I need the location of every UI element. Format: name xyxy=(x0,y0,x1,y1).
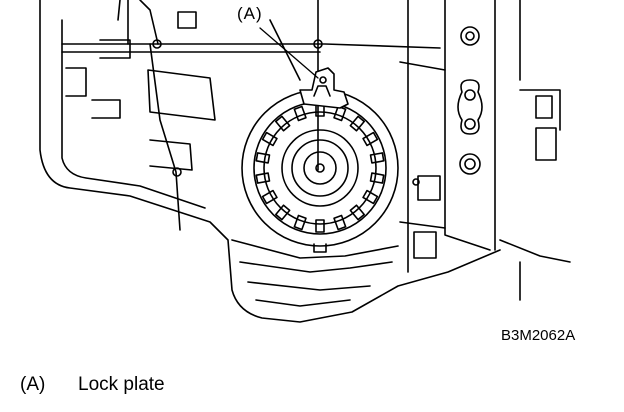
right-block xyxy=(535,127,557,161)
callout-label-a: (A) xyxy=(237,4,263,23)
gear-outer-ring xyxy=(241,89,399,247)
bolt-dot xyxy=(412,178,420,186)
figure-code: B3M2062A xyxy=(501,327,576,344)
right-panel xyxy=(444,0,491,251)
case-rib xyxy=(147,69,216,121)
case-rib xyxy=(91,99,121,119)
legend-description: Lock plate xyxy=(78,374,165,395)
plug xyxy=(459,153,481,175)
case-vertical-rib xyxy=(149,43,181,231)
hub-outer xyxy=(281,129,359,207)
callout-leader xyxy=(259,27,319,79)
oil-pan xyxy=(239,261,393,273)
plug xyxy=(465,31,475,41)
right-panel xyxy=(417,175,441,201)
right-block xyxy=(535,95,553,119)
hub-middle xyxy=(291,139,349,197)
case-vertical-rib xyxy=(139,0,159,45)
plug xyxy=(464,158,476,170)
housing-inner-line xyxy=(61,19,206,209)
gear-mid-ring xyxy=(253,101,387,235)
case-boss xyxy=(177,11,197,29)
oil-pan xyxy=(247,281,371,291)
right-panel xyxy=(399,221,446,229)
plug xyxy=(464,118,476,130)
lock-plate-slot xyxy=(313,85,331,97)
case-rib xyxy=(149,139,193,171)
right-panel xyxy=(399,61,446,71)
case-rib xyxy=(99,39,131,59)
oil-pan xyxy=(231,239,399,259)
bolt-dot xyxy=(172,167,182,177)
right-panel xyxy=(413,231,437,259)
case-top-line xyxy=(61,43,441,49)
housing-outline xyxy=(39,0,501,323)
plug-pair xyxy=(457,79,483,135)
case-rib xyxy=(65,67,87,97)
plug xyxy=(460,26,480,46)
legend-key: (A) xyxy=(20,374,46,395)
gear-bottom-tab xyxy=(313,243,327,253)
legend-item: (A) Lock plate xyxy=(20,374,165,396)
gear-teeth xyxy=(255,103,385,233)
case-vertical-rib xyxy=(117,0,121,21)
hub-inner xyxy=(303,151,337,185)
bolt-dot xyxy=(152,39,162,49)
right-block xyxy=(519,89,561,131)
right-block xyxy=(499,239,571,263)
hub-center xyxy=(315,163,325,173)
lock-plate xyxy=(299,67,349,109)
plug xyxy=(464,89,476,101)
bolt-dot xyxy=(313,39,323,49)
lock-plate-bolt xyxy=(319,76,327,84)
oil-pan xyxy=(255,299,351,307)
gear-inner-ring xyxy=(263,111,377,225)
